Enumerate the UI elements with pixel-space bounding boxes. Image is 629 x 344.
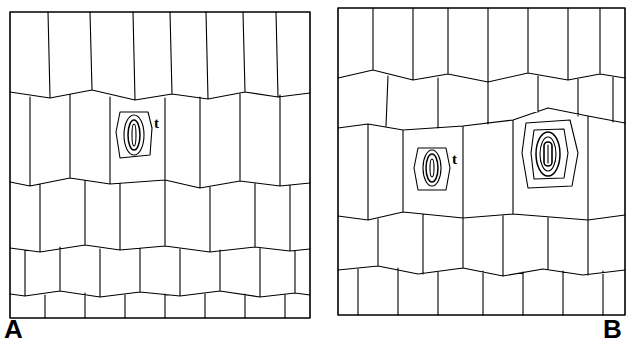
panel-frame <box>338 8 625 315</box>
cell-walls <box>338 8 625 315</box>
cell-walls <box>10 12 310 318</box>
panel-letter: A <box>4 316 23 342</box>
stoma <box>116 112 152 158</box>
panel-frame <box>10 12 310 318</box>
panel-letter: B <box>603 316 622 342</box>
stoma <box>414 148 450 190</box>
stoma-label: t <box>154 116 159 131</box>
stoma-label: t <box>452 152 457 167</box>
stoma <box>522 120 578 188</box>
